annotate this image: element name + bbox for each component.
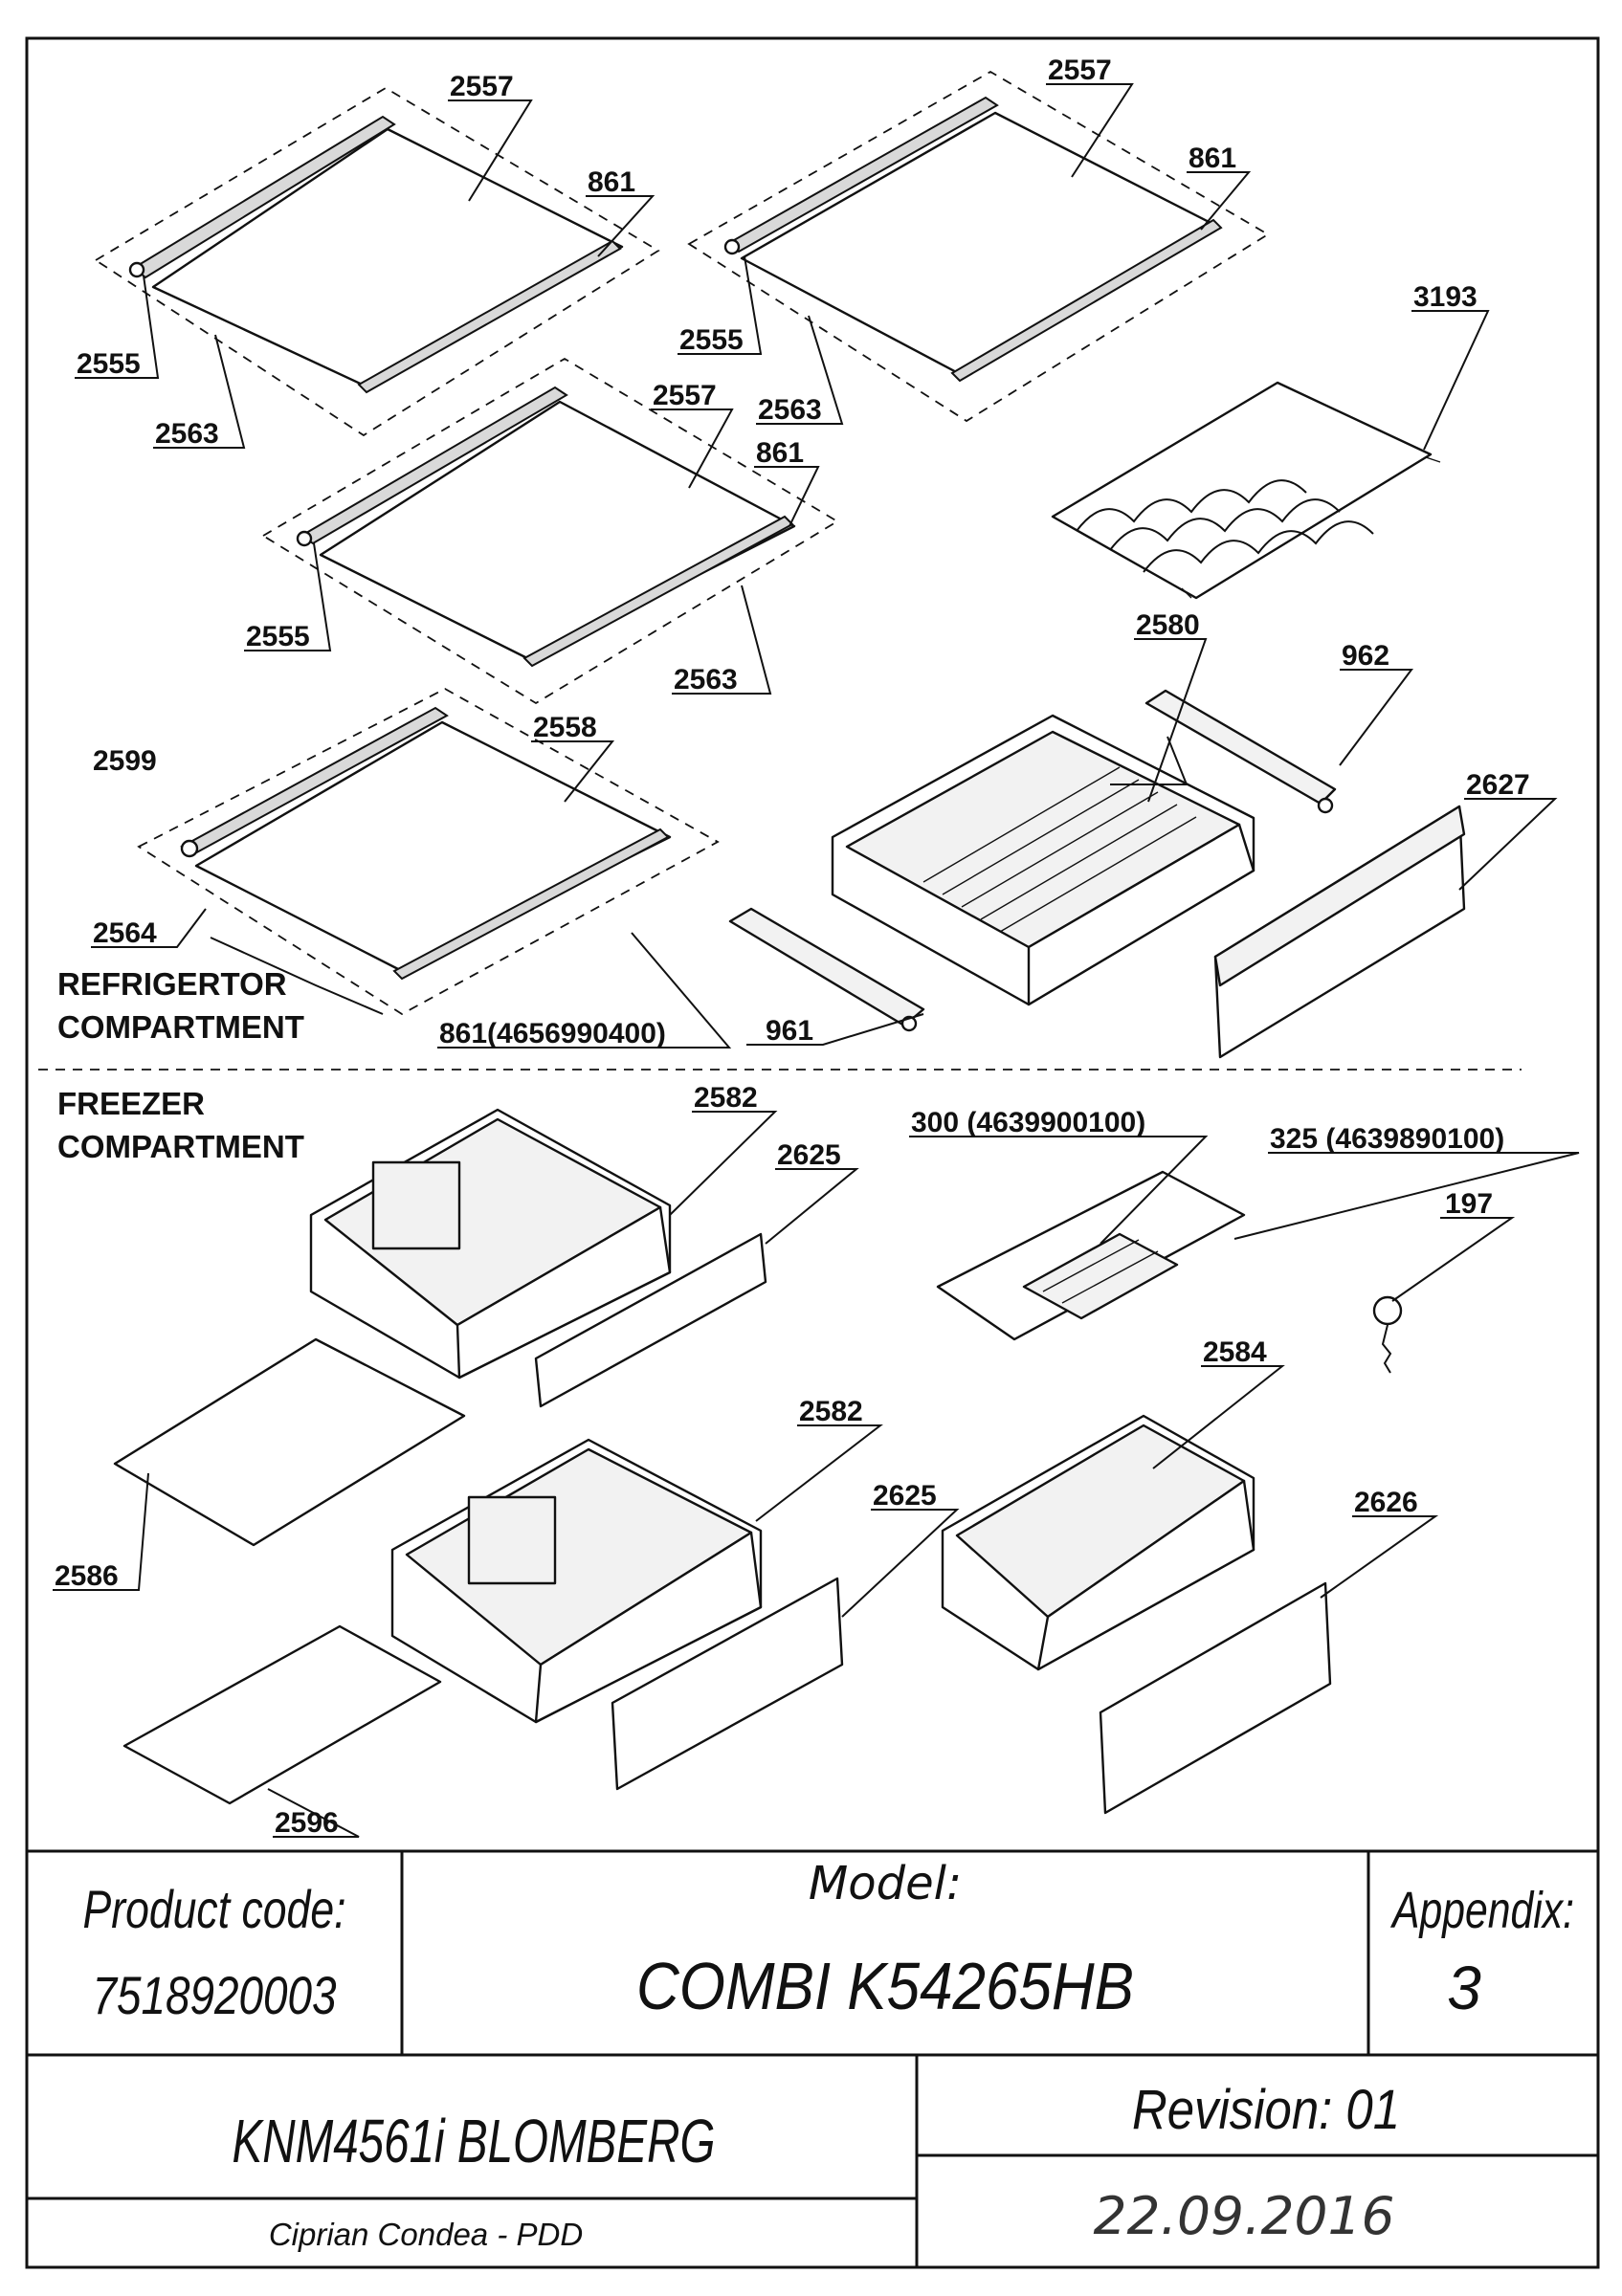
refrigerator-label-line2: COMPARTMENT [57, 1009, 304, 1045]
freezer-drawer-small [941, 1414, 1255, 1671]
callout-2557-a: 2557 [450, 71, 514, 102]
callout-861-c: 861 [756, 437, 804, 469]
appendix-label: Appendix: [1390, 1882, 1574, 1939]
callout-2582-a: 2582 [694, 1082, 758, 1114]
bottle-rack [1051, 381, 1441, 600]
freezer-label-line1: FREEZER [57, 1086, 205, 1121]
freezer-front-panel-upper [534, 1232, 767, 1408]
freezer-front-panel-lower [611, 1577, 844, 1791]
appendix-value: 3 [1447, 1954, 1481, 2022]
glass-shelf-top-left [94, 86, 660, 437]
callout-2563-a: 2563 [155, 418, 219, 450]
callout-962: 962 [1342, 640, 1389, 672]
crisper-front-panel [1213, 805, 1466, 1059]
freezer-label-line2: COMPARTMENT [57, 1129, 304, 1164]
section-labels: REFRIGERTOR COMPARTMENT FREEZER COMPARTM… [57, 966, 304, 1164]
glass-cover-2586 [113, 1337, 466, 1547]
callout-2596: 2596 [275, 1807, 339, 1839]
product-name: KNM4561i BLOMBERG [233, 2107, 716, 2175]
callout-2626: 2626 [1354, 1487, 1418, 1518]
callout-2582-b: 2582 [799, 1396, 863, 1427]
callout-2584: 2584 [1203, 1336, 1267, 1368]
callout-325: 325 (4639890100) [1270, 1123, 1504, 1155]
date: 22.09.2016 [1094, 2186, 1395, 2246]
callout-2555-b: 2555 [679, 324, 744, 356]
callout-2625-b: 2625 [873, 1480, 937, 1512]
ice-tray-holder [936, 1170, 1246, 1341]
callout-2564: 2564 [93, 917, 157, 949]
model-label: Model: [809, 1857, 962, 1910]
drawing-frame [25, 36, 1600, 2269]
callout-2558: 2558 [533, 712, 597, 743]
callout-2627: 2627 [1466, 769, 1530, 801]
callout-861-d: 861(4656990400) [439, 1018, 666, 1049]
callout-2555-c: 2555 [246, 621, 310, 652]
slide-rail-left [728, 907, 925, 1032]
callout-197: 197 [1445, 1188, 1493, 1220]
callout-300: 300 (4639900100) [911, 1107, 1145, 1138]
callout-2555-a: 2555 [77, 348, 141, 380]
callout-2563-b: 2563 [758, 394, 822, 426]
freezer-drawer-lower [390, 1438, 763, 1724]
callout-961: 961 [766, 1015, 813, 1047]
title-block: Product code: 7518920003 Model: COMBI K5… [27, 1849, 1598, 2267]
freezer-drawer-upper [309, 1108, 672, 1380]
leader-lines [53, 83, 1580, 1838]
callout-2586: 2586 [55, 1560, 119, 1592]
product-code-value: 7518920003 [93, 1965, 337, 2025]
product-code-label: Product code: [83, 1879, 346, 1939]
slide-rail-right [1144, 689, 1337, 814]
revision: Revision: 01 [1132, 2079, 1400, 2141]
callout-861-b: 861 [1189, 143, 1236, 174]
callout-2557-b: 2557 [1048, 55, 1112, 86]
crisper-drawer [831, 714, 1255, 1006]
key-part [1372, 1295, 1403, 1374]
freezer-front-panel-small [1099, 1581, 1332, 1815]
callout-2625-a: 2625 [777, 1139, 841, 1171]
author: Ciprian Condea - PDD [269, 2217, 583, 2252]
callout-2563-c: 2563 [674, 664, 738, 695]
callout-2599: 2599 [93, 745, 157, 777]
glass-shelf-lower [137, 687, 720, 1016]
callout-3193: 3193 [1413, 281, 1478, 313]
callout-2580: 2580 [1136, 609, 1200, 641]
refrigerator-label-line1: REFRIGERTOR [57, 966, 287, 1002]
glass-shelf-middle [261, 357, 839, 705]
glass-shelf-top-right [687, 70, 1270, 423]
callout-861-a: 861 [588, 166, 635, 198]
glass-cover-2596 [122, 1624, 442, 1805]
callout-labels: 2557 861 2555 2563 2557 861 2555 2563 31… [55, 55, 1530, 1839]
model-value: COMBI K54265HB [636, 1949, 1134, 2023]
callout-2557-c: 2557 [653, 380, 717, 411]
